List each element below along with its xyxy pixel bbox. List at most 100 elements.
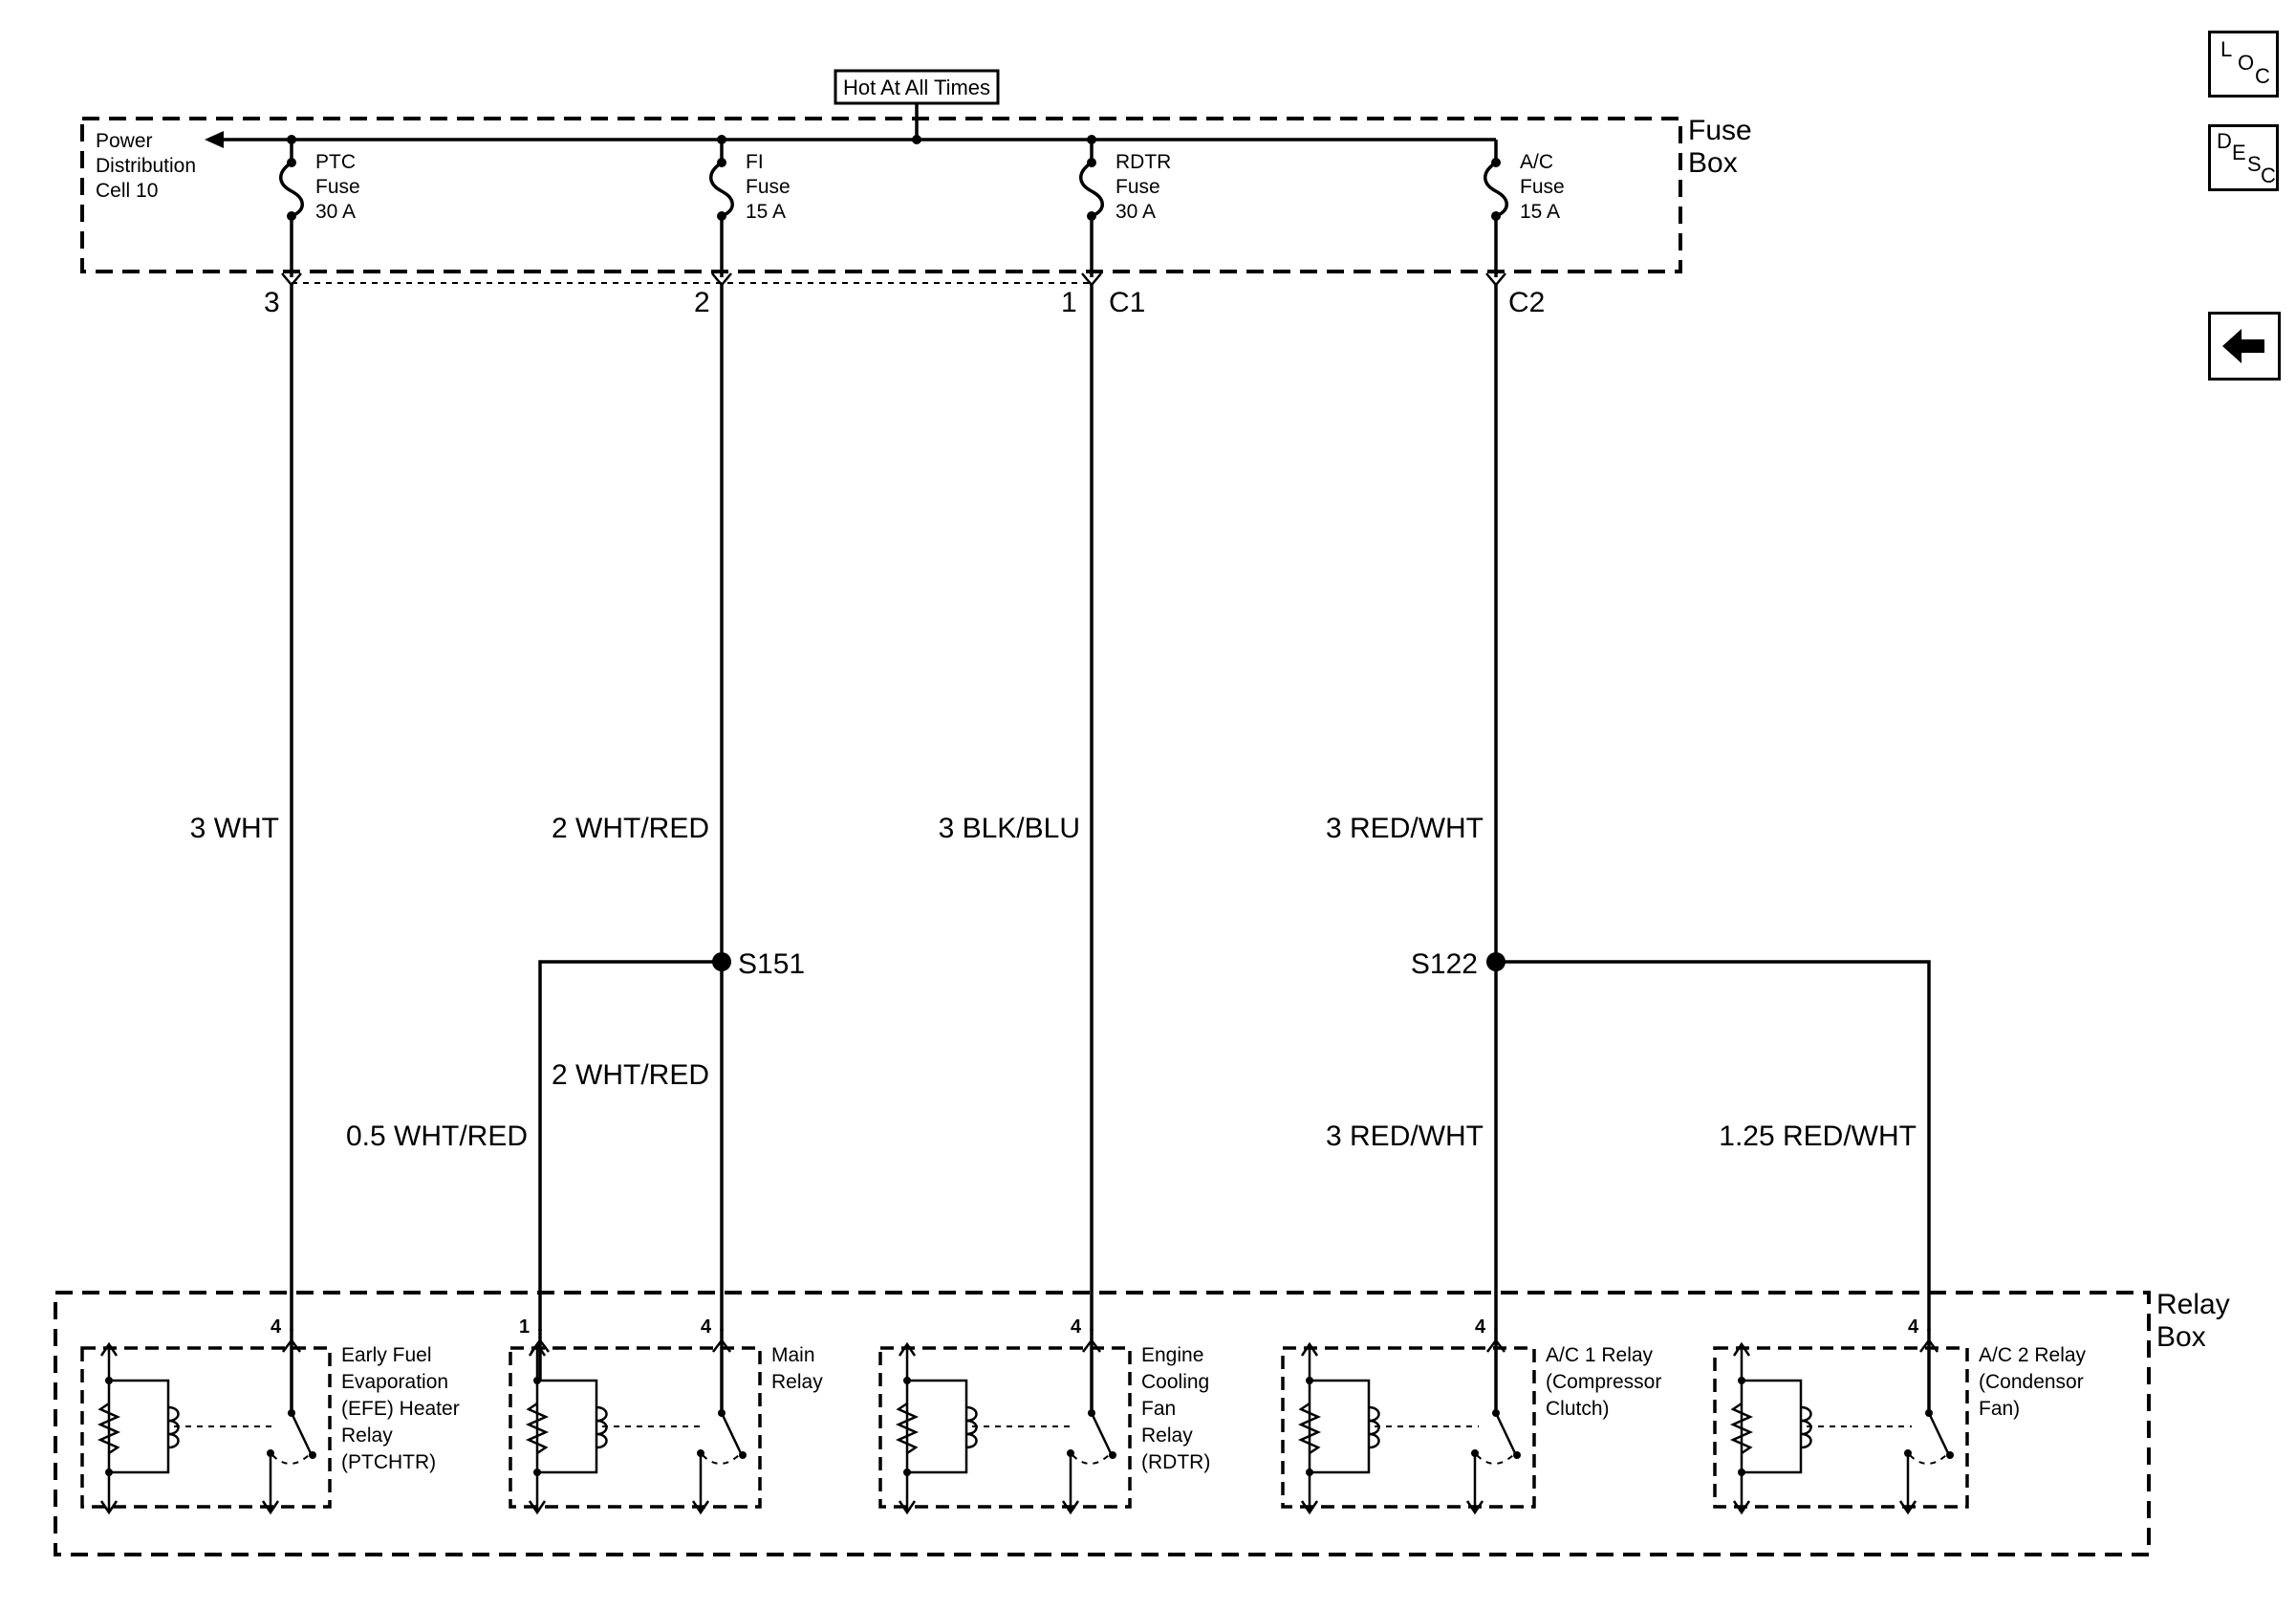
switch-icon [1927, 1412, 1950, 1454]
fuse-ac: A/C Fuse 15 A [1484, 140, 1565, 277]
loc-letter-l: L [2220, 37, 2233, 61]
svg-text:Cell 10: Cell 10 [96, 180, 158, 202]
connector-c1: C1 [1109, 287, 1145, 318]
svg-text:Fuse: Fuse [1520, 176, 1565, 198]
svg-text:Fuse: Fuse [746, 176, 791, 198]
loc-button[interactable]: L O C [2208, 31, 2279, 98]
svg-text:1: 1 [1061, 287, 1077, 318]
resistor-icon [895, 1402, 920, 1455]
desc-letter-s: S [2247, 152, 2262, 176]
fuse-icon [1484, 161, 1508, 218]
relay-label-line: Main [771, 1344, 815, 1366]
relay-box-title-2: Box [2156, 1321, 2206, 1353]
svg-text:3: 3 [264, 287, 280, 318]
relay-box-border [54, 1291, 2151, 1556]
fuse-icon [279, 161, 304, 218]
desc-letter-e: E [2232, 141, 2246, 164]
loc-letter-c: C [2255, 64, 2270, 88]
relay-label-line: (Compressor [1546, 1371, 1661, 1393]
relay-pin-label: 4 [1475, 1316, 1486, 1338]
switch-icon [1090, 1412, 1113, 1454]
relay-label-line: Cooling [1141, 1371, 1209, 1393]
svg-text:Fuse: Fuse [315, 176, 360, 198]
relay-label-line: Relay [341, 1425, 393, 1447]
svg-text:15 A: 15 A [746, 201, 786, 223]
wire-label-fi-upper: 2 WHT/RED [552, 813, 709, 844]
svg-text:RDTR: RDTR [1116, 151, 1171, 173]
fuse-icon [709, 161, 734, 218]
svg-text:Distribution: Distribution [96, 155, 196, 177]
svg-text:30 A: 30 A [315, 201, 356, 223]
splice-s122 [1486, 952, 1505, 971]
resistor-icon [1297, 1402, 1322, 1455]
svg-text:A/C: A/C [1520, 151, 1553, 173]
svg-text:FI: FI [746, 151, 764, 173]
relay-label-line: A/C 2 Relay [1979, 1344, 2087, 1366]
wire-ac-branch [1496, 960, 1931, 1331]
relay-pin-label: 4 [1071, 1316, 1082, 1338]
resistor-icon [1729, 1402, 1754, 1455]
connector-c2: C2 [1508, 287, 1545, 318]
wire-label-ac-branch: 1.25 RED/WHT [1719, 1120, 1917, 1152]
svg-text:15 A: 15 A [1520, 201, 1560, 223]
relay-pin-label: 4 [701, 1316, 712, 1338]
resistor-icon [525, 1402, 550, 1455]
desc-letter-d: D [2217, 129, 2232, 153]
switch-icon [290, 1412, 313, 1454]
relay-label-line: Engine [1141, 1344, 1203, 1366]
back-button[interactable] [2208, 312, 2281, 381]
relay-label-line: Early Fuel [341, 1344, 432, 1366]
switch-icon [720, 1412, 743, 1454]
wire-label-fi-lower: 2 WHT/RED [552, 1059, 709, 1091]
relay-label-line: Evaporation [341, 1371, 448, 1393]
fuse-box-border [80, 117, 1682, 273]
splice-s151 [712, 952, 731, 971]
relay-label-line: (EFE) Heater [341, 1398, 460, 1420]
resistor-icon [97, 1402, 121, 1455]
relay-label-line: (Condensor [1979, 1371, 2084, 1393]
arrow-left-icon [205, 131, 224, 148]
power-distribution-label: Power Distribution Cell 10 [96, 130, 196, 202]
wire-labels: 3 WHT 2 WHT/RED 3 BLK/BLU 3 RED/WHT 2 WH… [190, 813, 1917, 1152]
relay-label-line: Relay [1141, 1425, 1193, 1447]
desc-letter-c: C [2261, 163, 2276, 187]
relay-label-line: (RDTR) [1141, 1451, 1210, 1473]
svg-text:Power: Power [96, 130, 153, 152]
relay-label-line: A/C 1 Relay [1546, 1344, 1654, 1366]
fuse-fi: FI Fuse 15 A [709, 135, 791, 277]
relay-label-line: (PTCHTR) [341, 1451, 436, 1473]
relay-box-title: Relay [2156, 1289, 2230, 1320]
fuse-rdtr: RDTR Fuse 30 A [1079, 135, 1171, 277]
desc-button[interactable]: D E S C [2208, 124, 2279, 191]
svg-text:30 A: 30 A [1116, 201, 1156, 223]
fuse-box-title: Fuse [1688, 115, 1752, 146]
switch-icon [1494, 1412, 1517, 1454]
relay-pin-label: 4 [1908, 1316, 1919, 1338]
svg-text:PTC: PTC [315, 151, 356, 173]
wire-label-ac-lower: 3 RED/WHT [1326, 1120, 1484, 1152]
fuse-box-connectors: 3 2 1 C1 C2 [264, 272, 1545, 318]
wire-fi-branch [538, 960, 722, 1331]
svg-text:Fuse: Fuse [1116, 176, 1160, 198]
hot-at-all-times-label: Hot At All Times [834, 69, 1000, 105]
splice-s151-label: S151 [738, 948, 805, 980]
svg-text:Hot At All Times: Hot At All Times [843, 76, 990, 99]
fuse-ptc: PTC Fuse 30 A [279, 135, 360, 277]
relay-label-line: Clutch) [1546, 1398, 1610, 1420]
loc-letter-o: O [2238, 51, 2255, 75]
wire-label-fi-branch: 0.5 WHT/RED [346, 1120, 528, 1152]
svg-text:2: 2 [694, 287, 710, 318]
relay-label-line: Fan [1141, 1398, 1176, 1420]
splice-s122-label: S122 [1411, 948, 1478, 980]
relay-label-line: Relay [771, 1371, 823, 1393]
fuse-icon [1079, 161, 1104, 218]
relay-label-line: Fan) [1979, 1398, 2020, 1420]
wire-label-rdtr: 3 BLK/BLU [939, 813, 1080, 844]
fuse-box-title-2: Box [1688, 147, 1738, 179]
